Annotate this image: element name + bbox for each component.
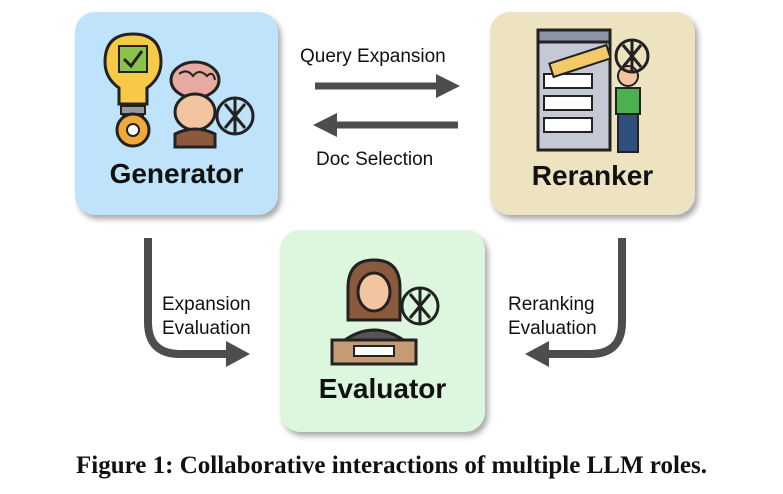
reranking-evaluation-line2: Evaluation — [508, 318, 597, 339]
doc-selection-arrow — [313, 113, 458, 137]
reranking-evaluation-line1: Reranking — [508, 294, 595, 315]
expansion-evaluation-arrow — [144, 238, 250, 367]
query-expansion-label: Query Expansion — [300, 46, 446, 67]
evaluator-label: Evaluator — [318, 373, 447, 404]
reranking-evaluation-label: Reranking Evaluation — [508, 293, 597, 341]
gear-icon — [115, 112, 151, 148]
expansion-evaluation-line2: Evaluation — [162, 318, 251, 339]
expansion-evaluation-line1: Expansion — [162, 294, 251, 315]
generator-label: Generator — [109, 158, 244, 189]
openai-logo-icon — [614, 38, 650, 74]
doc-selection-label: Doc Selection — [316, 149, 434, 170]
generator-illustration — [103, 32, 255, 149]
evaluator-card: Evaluator — [280, 230, 485, 432]
expansion-evaluation-label: Expansion Evaluation — [162, 293, 251, 341]
reranker-illustration — [536, 28, 650, 153]
judge-woman-icon — [330, 258, 418, 366]
figure-caption: Figure 1: Collaborative interactions of … — [76, 452, 707, 479]
reranker-card: Reranker — [490, 12, 695, 215]
evaluator-illustration — [330, 258, 440, 366]
generator-card: Generator — [75, 12, 278, 215]
query-expansion-arrow — [315, 74, 460, 98]
ranking-board-icon — [536, 28, 612, 152]
reranker-label: Reranker — [531, 160, 654, 191]
openai-logo-icon — [215, 96, 255, 136]
lightbulb-checkmark-icon — [103, 32, 163, 121]
person-pointing-icon — [615, 65, 641, 153]
person-with-brain-icon — [169, 60, 221, 149]
openai-logo-icon — [400, 286, 440, 326]
reranking-evaluation-arrow — [525, 238, 626, 367]
